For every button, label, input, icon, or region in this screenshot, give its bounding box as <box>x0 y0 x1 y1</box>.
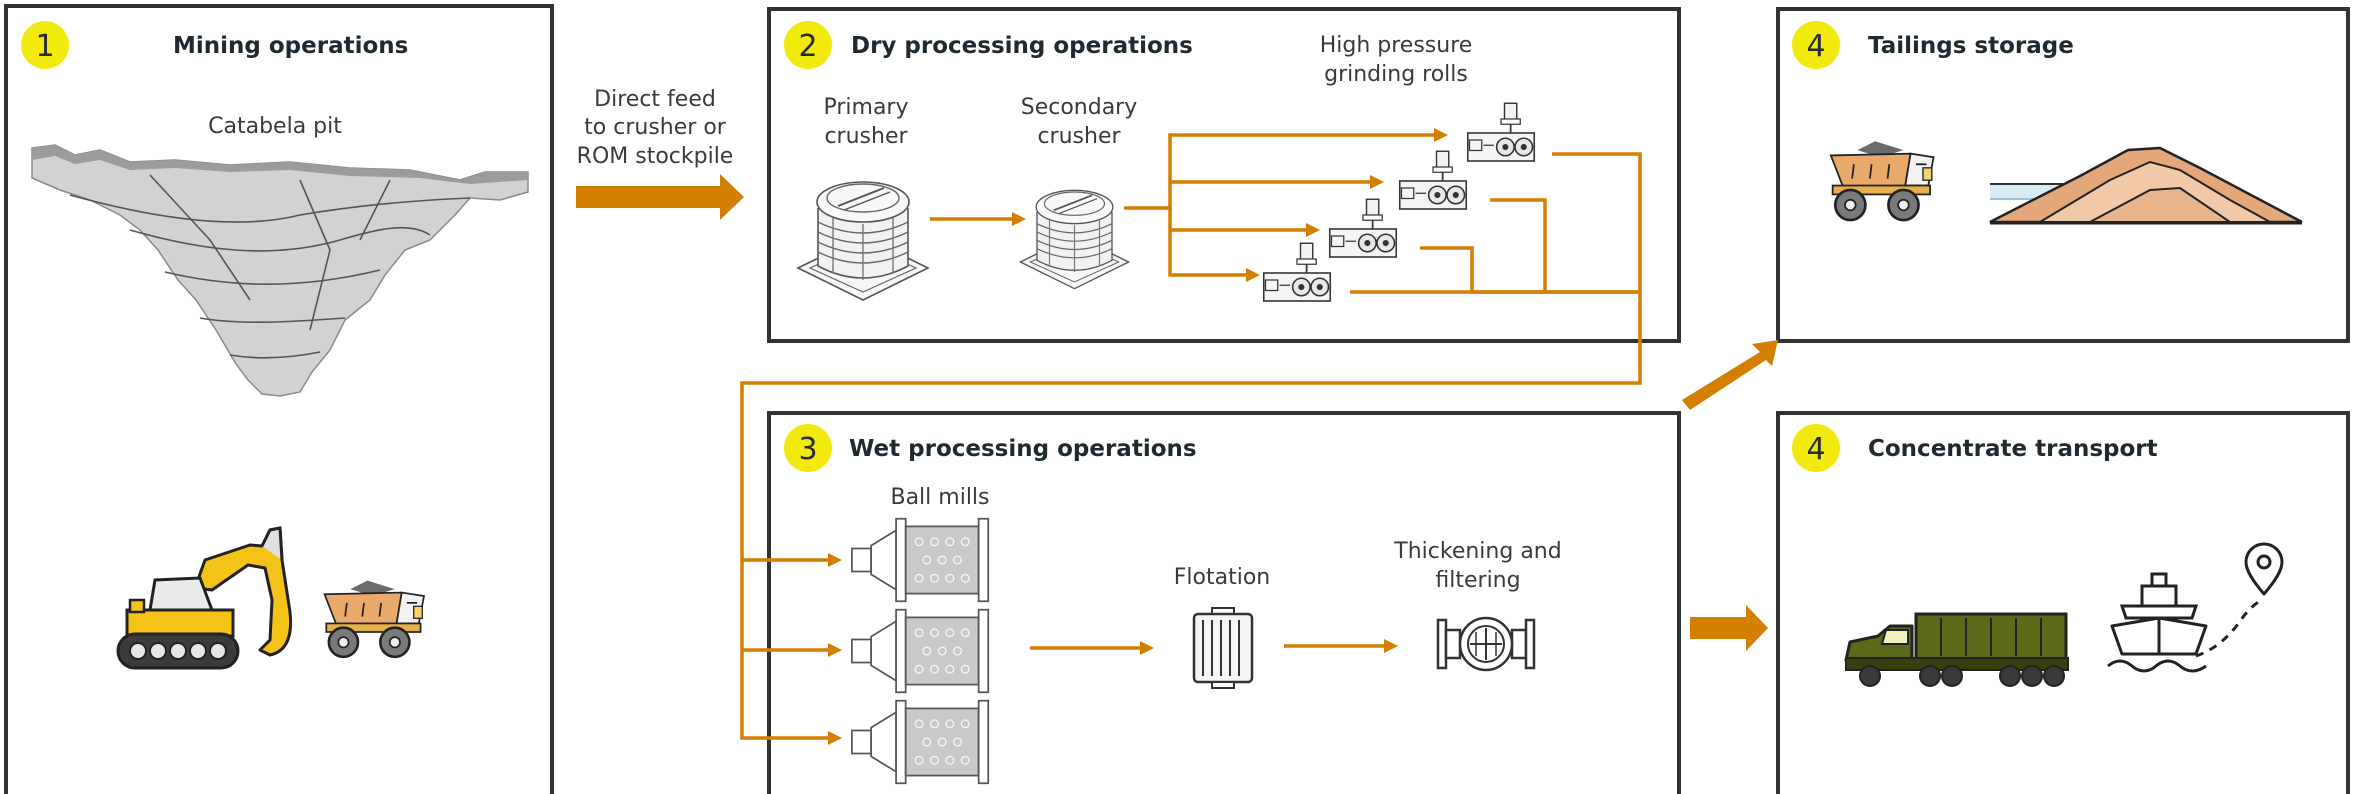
primary-crusher-label-line1: Primary <box>823 95 908 120</box>
step-number-1: 1 <box>35 29 54 64</box>
pit-label: Catabela pit <box>208 114 342 139</box>
step-badge-3 <box>784 424 832 472</box>
dry-flow-lines <box>740 128 1642 745</box>
tailings-title: Tailings storage <box>1868 33 2074 59</box>
thickening-label-line2: filtering <box>1435 568 1520 593</box>
feed-label-line1: Direct feed <box>594 87 716 112</box>
arrow-to-tailings <box>1682 340 1778 410</box>
secondary-crusher-label-line2: crusher <box>1037 124 1121 149</box>
wet-title: Wet processing operations <box>849 436 1197 462</box>
ship-icon <box>2107 572 2263 673</box>
semi-truck-icon <box>1844 612 2069 687</box>
mining-title: Mining operations <box>173 33 408 59</box>
step-badge-4-concentrate <box>1792 424 1840 472</box>
arrow-to-concentrate <box>1690 605 1768 651</box>
filter-icon <box>1436 616 1536 672</box>
hpgr-label-line1: High pressure <box>1320 33 1473 58</box>
concentrate-transport-panel <box>1776 411 2350 794</box>
thickening-label-line1: Thickening and <box>1393 539 1561 564</box>
ball-mills-label: Ball mills <box>890 485 989 510</box>
open-pit-mine-icon <box>31 144 529 397</box>
flotation-label: Flotation <box>1174 565 1270 590</box>
tailings-pile-icon <box>1989 146 2303 225</box>
step-number-3: 3 <box>798 432 817 467</box>
dry-processing-panel <box>767 7 1681 343</box>
step-badge-1 <box>21 21 69 69</box>
flotation-to-thickening-arrowhead <box>1384 639 1398 653</box>
dry-title: Dry processing operations <box>851 33 1193 59</box>
primary-crusher-label-line2: crusher <box>824 124 908 149</box>
excavator-icon <box>116 526 293 670</box>
secondary-crusher-label-line1: Secondary <box>1021 95 1138 120</box>
feed-label-line3: ROM stockpile <box>577 144 734 169</box>
feed-label-line2: to crusher or <box>584 115 727 140</box>
step-badge-4-tailings <box>1792 21 1840 69</box>
feed-arrow <box>576 174 744 220</box>
concentrate-title: Concentrate transport <box>1868 436 2158 462</box>
step-number-4-concentrate: 4 <box>1806 432 1825 467</box>
location-pin-icon <box>2244 542 2284 596</box>
hpgr-label-line2: grinding rolls <box>1324 62 1468 87</box>
step-badge-2 <box>784 21 832 69</box>
flotation-cell-icon <box>1192 607 1254 689</box>
step-number-4-tailings: 4 <box>1806 29 1825 64</box>
step-number-2: 2 <box>798 29 817 64</box>
mining-operations-panel <box>4 4 554 794</box>
mills-to-flotation-arrowhead <box>1140 641 1154 655</box>
